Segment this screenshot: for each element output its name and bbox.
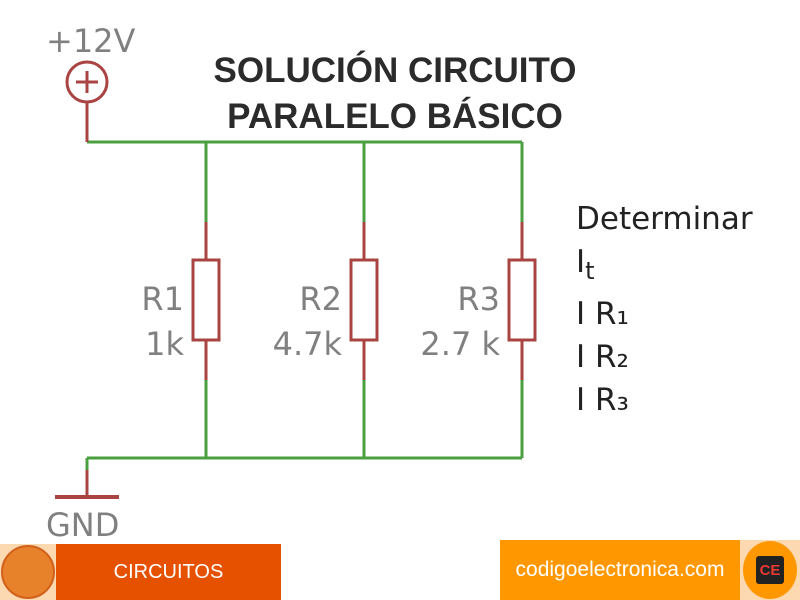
r2-name: R2 [299, 280, 342, 318]
ground-label: GND [46, 506, 119, 544]
site-banner[interactable]: codigoelectronica.com [500, 540, 740, 600]
r1-name: R1 [141, 280, 184, 318]
it-main: I [576, 244, 586, 280]
it-sub: t [585, 257, 595, 286]
r1-value: 1k [145, 325, 184, 363]
wires [85, 140, 524, 470]
supply-label: +12V [46, 22, 136, 60]
task-heading: Determinar [576, 201, 753, 237]
resistor-r2 [349, 222, 379, 380]
logo-text: CE [756, 556, 784, 584]
task-list: Determinar It I R₁ I R₂ I R₃ [576, 198, 753, 422]
task-item: I R₃ [576, 382, 629, 419]
category-banner[interactable]: CIRCUITOS [56, 544, 281, 600]
task-item: I R₂ [576, 339, 629, 376]
components [55, 60, 537, 499]
r3-name: R3 [457, 280, 500, 318]
task-item: I R₁ [576, 296, 629, 333]
resistor-r3 [507, 222, 537, 380]
site-logo-icon: CE [740, 540, 800, 600]
task-item-it: It [576, 241, 753, 293]
r3-value: 2.7 k [420, 325, 500, 363]
circuits-logo-icon [0, 544, 56, 600]
r2-value: 4.7k [273, 325, 343, 363]
resistor-r1 [191, 222, 221, 380]
title-line2: PARALELO BÁSICO [227, 97, 563, 136]
title-line1: SOLUCIÓN CIRCUITO [213, 51, 577, 90]
page-title: SOLUCIÓN CIRCUITO PARALELO BÁSICO [150, 48, 640, 140]
